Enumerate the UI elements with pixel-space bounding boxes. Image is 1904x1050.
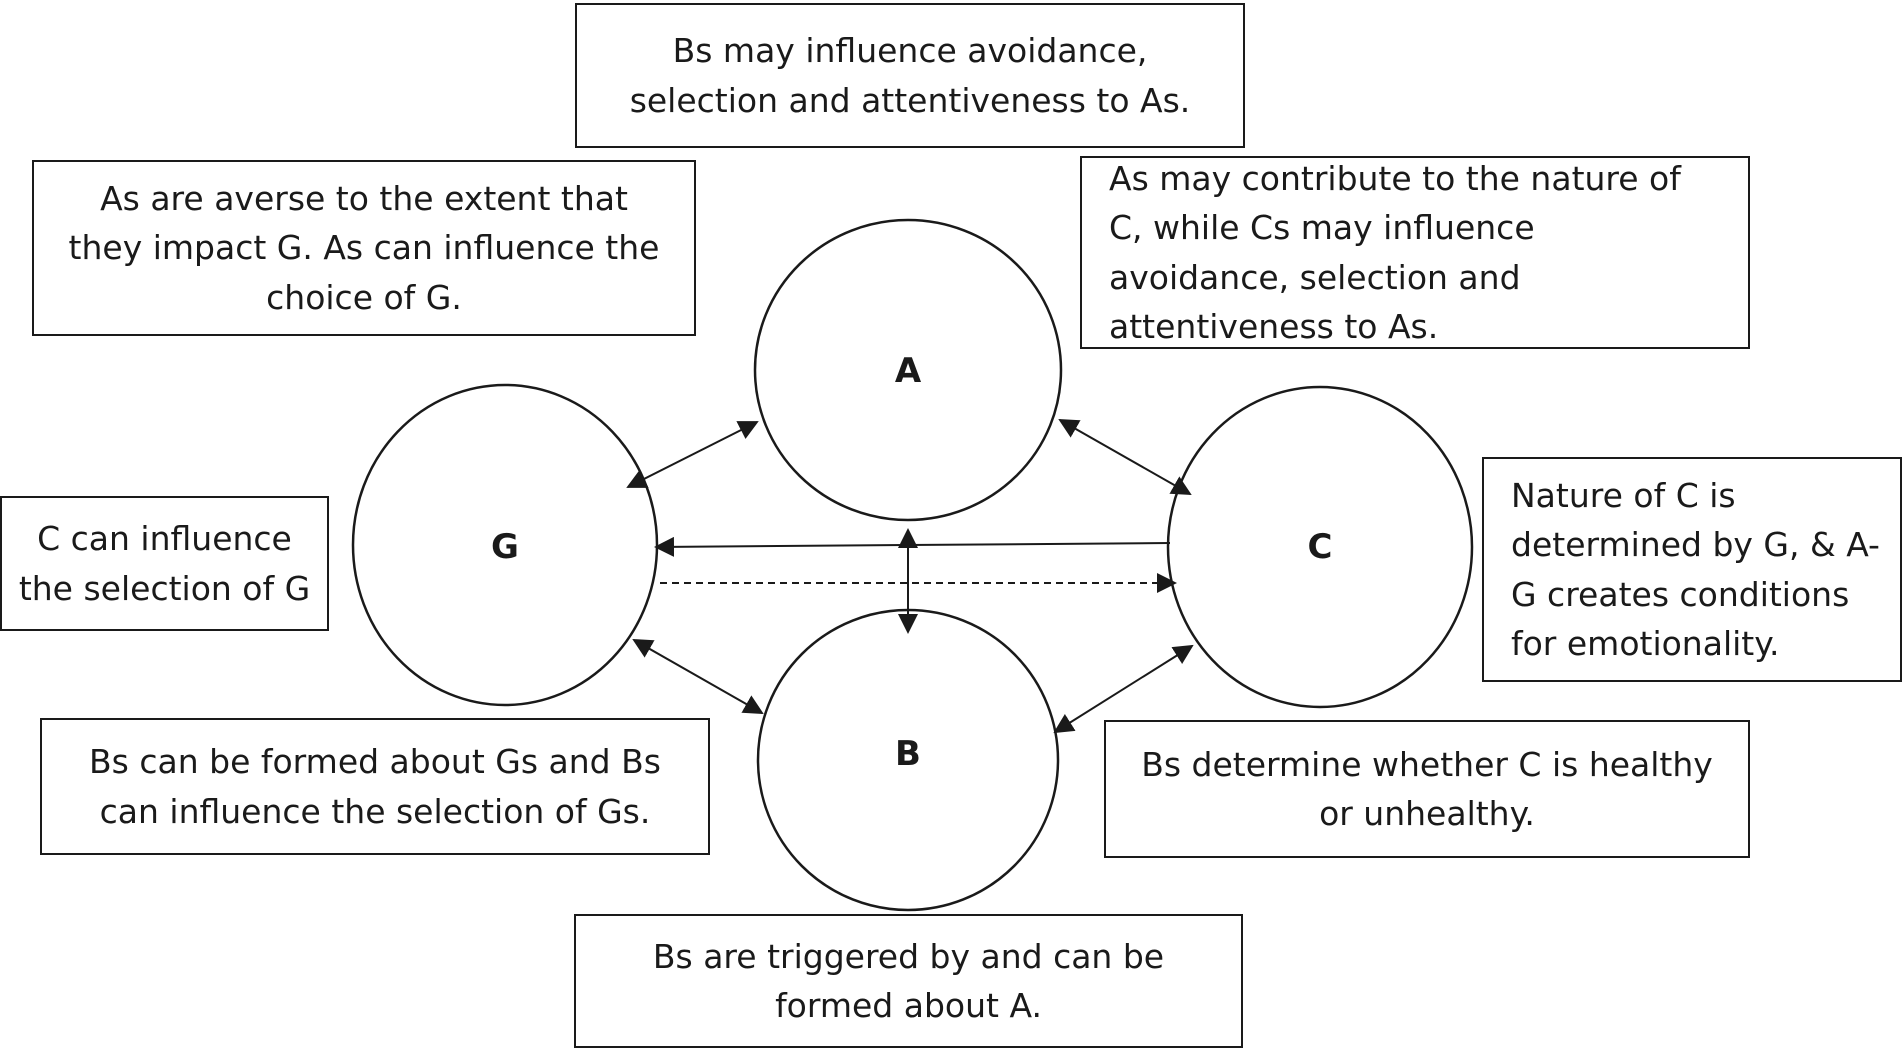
note-top-left: As are averse to the extent that they im… [32,160,696,336]
note-top: Bs may influence avoidance, selection an… [575,3,1245,148]
note-bottom: Bs are triggered by and can be formed ab… [574,914,1243,1048]
arrow-g-a [626,421,759,488]
note-top-right: As may contribute to the nature of C, wh… [1080,156,1750,349]
node-g-label: G [491,527,519,567]
note-top-left-text: As are averse to the extent that they im… [68,178,660,317]
node-a-circle [753,218,1063,522]
note-left: C can influence the selection of G [0,496,329,631]
node-b-label: B [895,734,921,774]
arrow-g-b [632,639,764,714]
note-right: Nature of C is determined by G, & A-G cr… [1482,457,1902,682]
arrow-c-g [654,536,1171,557]
arrow-a-c [1058,419,1192,495]
note-top-right-text: As may contribute to the nature of C, wh… [1109,158,1681,347]
node-a-label: A [895,351,922,391]
note-right-text: Nature of C is determined by G, & A-G cr… [1511,475,1880,664]
note-bottom-left-text: Bs can be formed about Gs and Bs can inf… [89,742,661,831]
note-bottom-right: Bs determine whether C is healthy or unh… [1104,720,1750,858]
note-bottom-left: Bs can be formed about Gs and Bs can inf… [40,718,710,855]
note-top-text: Bs may influence avoidance, selection an… [629,31,1191,120]
node-c-circle [1166,385,1474,709]
arrow-b-c [1053,644,1194,734]
node-c-label: C [1308,527,1333,567]
note-left-text: C can influence the selection of G [18,519,311,608]
note-bottom-right-text: Bs determine whether C is healthy or unh… [1141,744,1713,834]
note-bottom-text: Bs are triggered by and can be formed ab… [652,936,1165,1026]
